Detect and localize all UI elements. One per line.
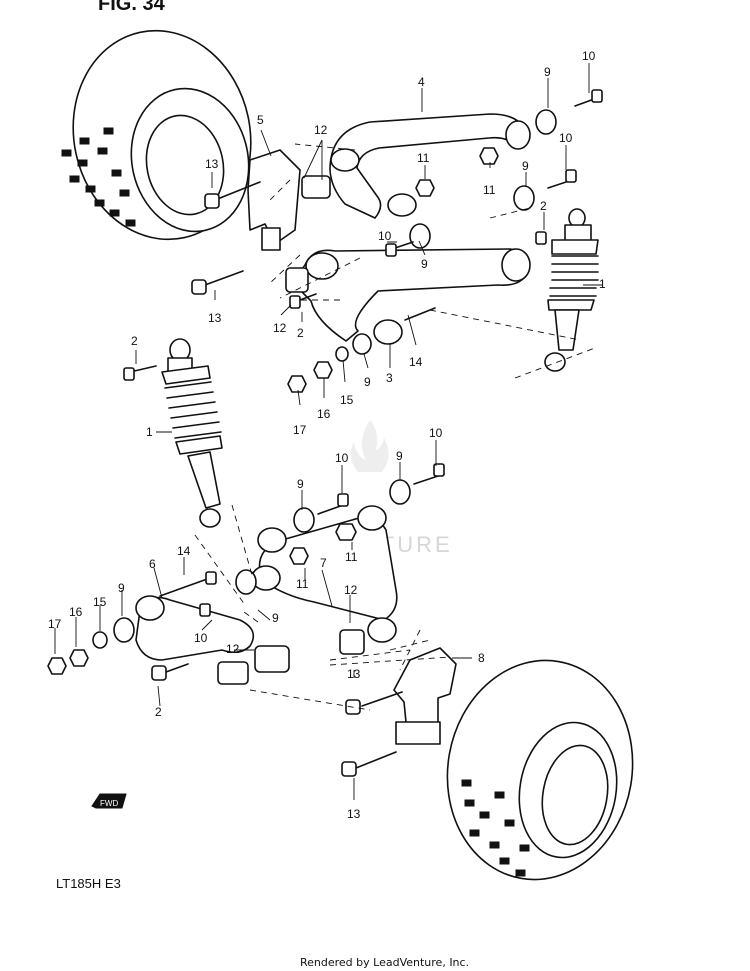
callout-9: 9 <box>421 257 428 271</box>
shock-absorber-right <box>544 208 599 372</box>
callout-15: 15 <box>340 393 354 407</box>
callout-12: 12 <box>314 123 328 137</box>
callout-11: 11 <box>483 183 496 197</box>
callout-9: 9 <box>544 65 551 79</box>
bottom-hardware <box>47 463 445 777</box>
wheel-bottom <box>446 659 634 881</box>
callout-9: 9 <box>522 159 529 173</box>
callout-9: 9 <box>272 611 279 625</box>
knuckle-8 <box>393 647 457 745</box>
callout-10: 10 <box>378 229 392 243</box>
lower-arm-6 <box>135 569 257 661</box>
callout-16: 16 <box>69 605 83 619</box>
callout-11: 11 <box>345 550 358 564</box>
callout-13: 13 <box>347 807 361 821</box>
callout-13: 13 <box>208 311 222 325</box>
lower-arm-3 <box>297 248 531 345</box>
callout-1: 1 <box>146 425 153 439</box>
callouts: 1 1 2 2 2 2 3 4 5 6 7 8 9 9 9 9 9 9 9 9 … <box>48 49 606 821</box>
callout-2: 2 <box>155 705 162 719</box>
callout-9: 9 <box>118 581 125 595</box>
callout-9: 9 <box>364 375 371 389</box>
fwd-label: FWD <box>100 799 118 808</box>
callout-17: 17 <box>293 423 307 437</box>
top-hardware <box>191 89 603 393</box>
callout-10: 10 <box>559 131 573 145</box>
callout-3: 3 <box>386 371 393 385</box>
shock-absorber-left <box>123 338 223 528</box>
callout-9: 9 <box>297 477 304 491</box>
upper-arm-4 <box>329 113 531 219</box>
callout-13: 13 <box>205 157 219 171</box>
callout-10: 10 <box>429 426 443 440</box>
callout-13: 13 <box>347 667 361 681</box>
callout-10: 10 <box>335 451 349 465</box>
callout-5: 5 <box>257 113 264 127</box>
render-credit: Rendered by LeadVenture, Inc. <box>300 956 469 969</box>
model-code: LT185H E3 <box>56 876 121 891</box>
callout-9: 9 <box>396 449 403 463</box>
leader-lines <box>54 63 603 800</box>
fwd-arrow-icon: FWD <box>91 793 127 809</box>
callout-12: 12 <box>273 321 287 335</box>
callout-12: 12 <box>226 642 240 656</box>
callout-12: 12 <box>344 583 358 597</box>
watermark-logo <box>350 420 389 472</box>
callout-10: 10 <box>194 631 208 645</box>
assembly-lines <box>194 143 596 711</box>
callout-4: 4 <box>418 75 425 89</box>
callout-16: 16 <box>317 407 331 421</box>
figure-title: FIG. 34 <box>98 0 166 15</box>
callout-7: 7 <box>320 556 327 570</box>
callout-2: 2 <box>297 326 304 340</box>
callout-8: 8 <box>478 651 485 665</box>
wheel-top <box>61 29 252 241</box>
callout-11: 11 <box>417 151 430 165</box>
callout-6: 6 <box>149 557 156 571</box>
callout-14: 14 <box>177 544 191 558</box>
callout-2: 2 <box>540 199 547 213</box>
callout-1: 1 <box>599 277 606 291</box>
callout-14: 14 <box>409 355 423 369</box>
callout-2: 2 <box>131 334 138 348</box>
callout-15: 15 <box>93 595 107 609</box>
knuckle-5 <box>247 149 301 251</box>
callout-17: 17 <box>48 617 62 631</box>
callout-10: 10 <box>582 49 596 63</box>
upper-arm-7 <box>251 505 398 643</box>
callout-11: 11 <box>296 577 309 591</box>
